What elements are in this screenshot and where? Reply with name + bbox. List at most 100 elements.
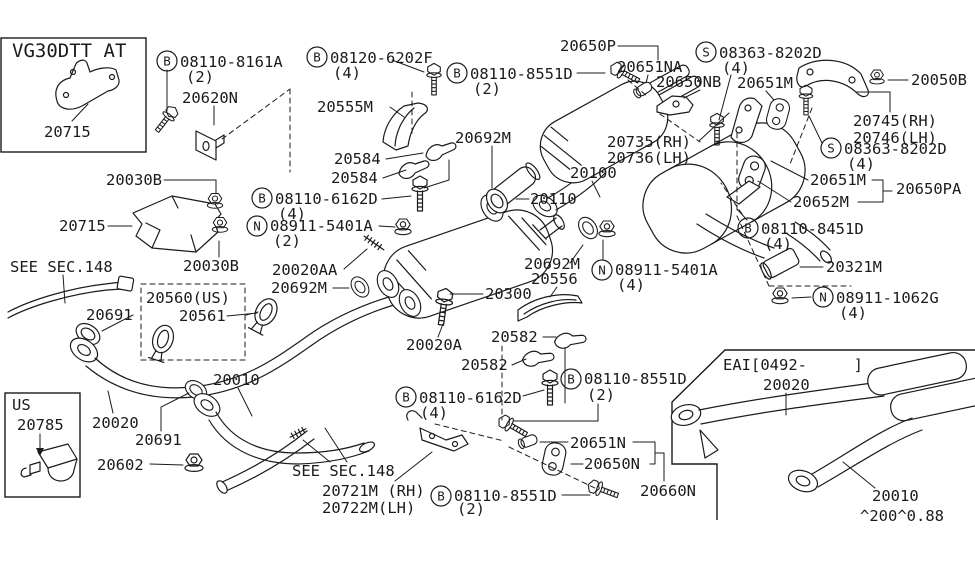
part-number-label: 20560(US) — [146, 289, 230, 307]
bolt-callout-icon — [430, 485, 452, 507]
part-number-label: 20692M — [524, 255, 580, 273]
us-variant-box — [4, 392, 81, 498]
muffler-stay-20735-drawing — [709, 97, 763, 146]
part-number-label: 20584 — [331, 169, 378, 187]
part-number-label: 08120-6202F — [330, 49, 433, 67]
part-number-label: 20010 — [213, 371, 260, 389]
part-number-label: 08911-5401A — [615, 261, 718, 279]
part-number-label: 20020A — [406, 336, 463, 354]
part-number-label: 20582 — [491, 328, 538, 346]
part-number-label: 20010 — [872, 487, 919, 505]
us-market-label: US — [12, 396, 31, 414]
part-number-label: SEE SEC.148 — [10, 258, 113, 276]
bolt-callout-icon — [306, 46, 328, 68]
part-number-label: 20715 — [44, 123, 91, 141]
mount-hooks-20584-drawing — [398, 142, 457, 189]
part-number-label: 20715 — [59, 217, 106, 235]
part-number-label: 20785 — [17, 416, 64, 434]
upstream-clamp-screw-drawing — [151, 102, 225, 161]
engine-variant-label: VG30DTT AT — [12, 40, 126, 62]
fastener-type-letter: B — [163, 54, 171, 69]
fastener-type-letter: N — [819, 290, 827, 305]
part-number-label: 08110-6162D — [275, 190, 378, 208]
part-number-label: 20555M — [317, 98, 373, 116]
eai-front-tube-drawing — [668, 351, 975, 497]
nut-callout-icon — [246, 215, 268, 237]
bolt-callout-icon — [446, 62, 468, 84]
fastener-type-letter: B — [744, 221, 752, 236]
spacer-20321-drawing — [760, 247, 800, 305]
bolt-callout-icon — [156, 50, 178, 72]
part-number-label: 20735(RH) — [607, 133, 691, 151]
bracket-20721-drawing — [406, 369, 621, 503]
part-number-label: 20030B — [183, 257, 239, 275]
us-catalyzer-drawing — [20, 443, 78, 482]
part-number-label: 08363-8202D — [844, 140, 947, 158]
part-qty-label: (4) — [722, 59, 750, 77]
engine-variant-box — [0, 37, 147, 153]
bolt-callout-icon — [251, 187, 273, 209]
part-qty-label: (4) — [617, 276, 645, 294]
part-qty-label: (2) — [587, 386, 615, 404]
part-number-label: 20582 — [461, 356, 508, 374]
part-number-label: 20651M — [810, 171, 866, 189]
part-number-label: 08911-1062G — [836, 289, 939, 307]
bolt-callout-icon — [395, 386, 417, 408]
tail-stay-20745-drawing — [796, 59, 885, 116]
part-number-label: 20691 — [135, 431, 182, 449]
part-number-label: 08110-8451D — [761, 220, 864, 238]
bolt-callout-icon — [560, 368, 582, 390]
part-number-label: 20650PA — [896, 180, 962, 198]
part-number-label: 20692M — [271, 279, 327, 297]
heat-shield-20556-drawing — [517, 294, 583, 322]
heat-shield-20555-drawing — [382, 62, 442, 151]
part-number-label: 20736(LH) — [607, 149, 691, 167]
arrow-down-icon — [36, 448, 44, 456]
part-number-label: 20651M — [737, 74, 793, 92]
part-number-label: 20584 — [334, 150, 381, 168]
part-number-label: 20722M(LH) — [322, 499, 415, 517]
part-qty-label: (2) — [186, 68, 214, 86]
part-number-label: 20050B — [911, 71, 967, 89]
part-number-label: 20561 — [179, 307, 226, 325]
fastener-type-letter: B — [313, 50, 321, 65]
part-number-label: 08110-6162D — [419, 389, 522, 407]
part-number-label: 20602 — [97, 456, 144, 474]
fastener-type-letter: B — [567, 372, 575, 387]
screw-callout-icon — [695, 41, 717, 63]
assembly-dashed-lines — [140, 79, 852, 490]
front-tube-20010-drawing — [184, 411, 376, 494]
part-number-label: SEE SEC.148 — [292, 462, 395, 480]
part-number-label: 08363-8202D — [719, 44, 822, 62]
leader-lines — [39, 45, 909, 496]
fastener-type-letter: B — [437, 489, 445, 504]
eai-range-label: EAI[0492- ] — [723, 356, 863, 374]
eai-variant-box — [671, 349, 975, 520]
part-number-label: 20020 — [92, 414, 139, 432]
part-number-label: 20746(LH) — [853, 129, 937, 147]
part-number-label: 20321M — [826, 258, 882, 276]
part-number-label: 20651N — [570, 434, 626, 452]
fastener-type-letter: N — [598, 263, 606, 278]
part-qty-label: (2) — [273, 232, 301, 250]
vg30dtt-bracket-drawing — [55, 59, 120, 110]
part-number-label: 20660N — [640, 482, 696, 500]
part-number-label: 20030B — [106, 171, 162, 189]
part-qty-label: (4) — [420, 404, 448, 422]
fastener-type-letter: S — [702, 45, 710, 60]
catalytic-converter-20300-drawing — [346, 175, 565, 327]
part-qty-label: (2) — [473, 80, 501, 98]
connector-pipe-20110-drawing — [475, 162, 541, 226]
part-qty-label: (2) — [457, 500, 485, 518]
part-number-label: 20100 — [570, 164, 617, 182]
nut-callout-icon — [591, 259, 613, 281]
part-number-label: 20650P — [560, 37, 616, 55]
part-number-label: 20556 — [531, 270, 578, 288]
part-number-label: 08911-5401A — [270, 217, 373, 235]
hanger-cluster-drawing — [606, 59, 793, 259]
part-qty-label: (4) — [839, 304, 867, 322]
part-number-label: 08110-8551D — [454, 487, 557, 505]
fastener-type-letter: B — [402, 390, 410, 405]
part-number-label: 20020 — [763, 376, 810, 394]
